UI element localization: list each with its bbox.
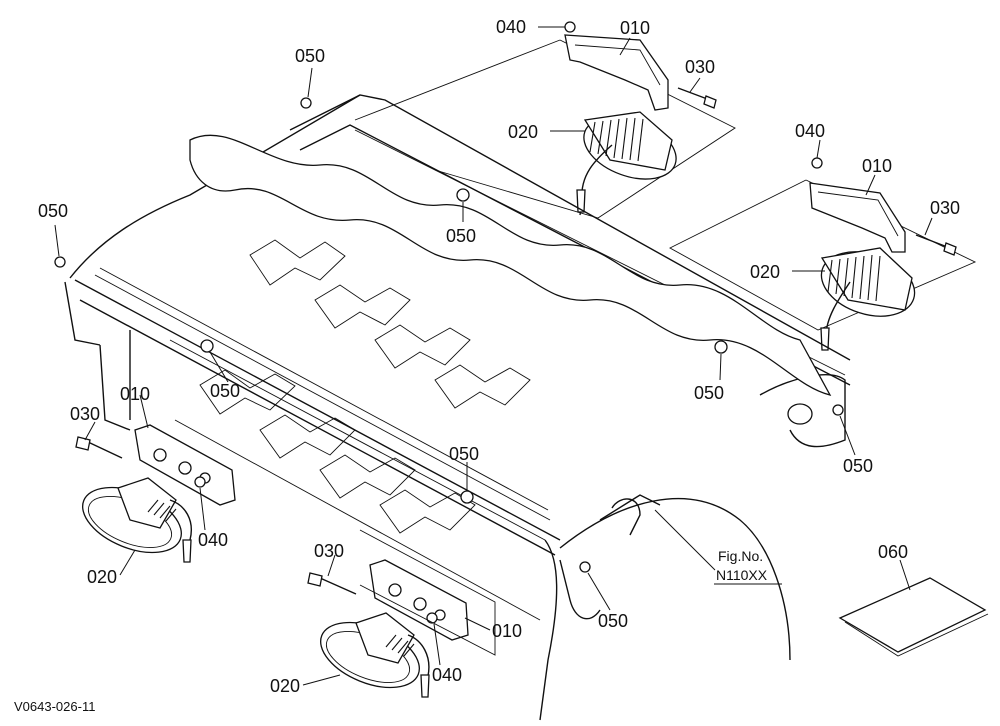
callout-030-front-center: 030: [314, 541, 344, 561]
callout-050-front-left: 050: [210, 381, 240, 401]
callout-050-front-center: 050: [449, 444, 479, 464]
callout-050-right-bar: 050: [694, 383, 724, 403]
callout-050-upper-bar: 050: [446, 226, 476, 246]
bolt-050-lower-right: [579, 561, 591, 573]
callout-010-front-center: 010: [492, 621, 522, 641]
callout-050-lower-right: 050: [598, 611, 628, 631]
figure-no-value: N110XX: [716, 567, 768, 583]
bolt-050-right-bar: [714, 340, 728, 354]
bolt-050-right-plate: [832, 404, 844, 416]
sheet-060: [838, 577, 989, 657]
front-center-lamp-assembly: [307, 529, 496, 698]
heatsink-fins-front-left: [147, 499, 177, 522]
heatsink-fins-front-center: [385, 634, 415, 657]
bolt-050-left: [54, 256, 66, 268]
callout-010-upper: 010: [620, 18, 650, 38]
bolt-050-top: [300, 97, 312, 109]
front-left-lamp-assembly: [75, 424, 236, 563]
callout-030-upper: 030: [685, 57, 715, 77]
callout-040-front-left: 040: [198, 530, 228, 550]
wavy-break-line: [189, 134, 832, 396]
callout-020-upper: 020: [508, 122, 538, 142]
upper-lamp-assembly: [354, 21, 736, 219]
callout-020-front-left: 020: [87, 567, 117, 587]
grille-slots: [199, 239, 531, 534]
callout-labels: 040 010 030 020 050 040 010 030 020 050 …: [38, 17, 960, 696]
callout-030-front-left: 030: [70, 404, 100, 424]
callout-010-right: 010: [862, 156, 892, 176]
leader-lines: [54, 26, 933, 686]
mounting-bolts: [54, 97, 844, 573]
bolt-050-front-left: [200, 339, 214, 353]
heatsink-fins-upper: [589, 117, 644, 162]
bolt-050-upper-bar: [456, 188, 470, 202]
bolt-050-front-center: [460, 490, 474, 504]
callout-040-upper: 040: [496, 17, 526, 37]
figure-reference: Fig.No. N110XX: [714, 548, 782, 585]
callout-010-front-left: 010: [120, 384, 150, 404]
callout-050-top: 050: [295, 46, 325, 66]
callout-040-right: 040: [795, 121, 825, 141]
callout-020-right: 020: [750, 262, 780, 282]
callout-020-front-center: 020: [270, 676, 300, 696]
drawing-code: V0643-026-11: [14, 699, 95, 714]
callout-060: 060: [878, 542, 908, 562]
heatsink-fins-right: [827, 254, 881, 302]
callout-050-left: 050: [38, 201, 68, 221]
callout-030-right: 030: [930, 198, 960, 218]
figure-no-label: Fig.No.: [718, 548, 763, 564]
callout-040-front-center: 040: [432, 665, 462, 685]
callout-050-right-plate: 050: [843, 456, 873, 476]
right-lamp-assembly: [669, 157, 977, 351]
